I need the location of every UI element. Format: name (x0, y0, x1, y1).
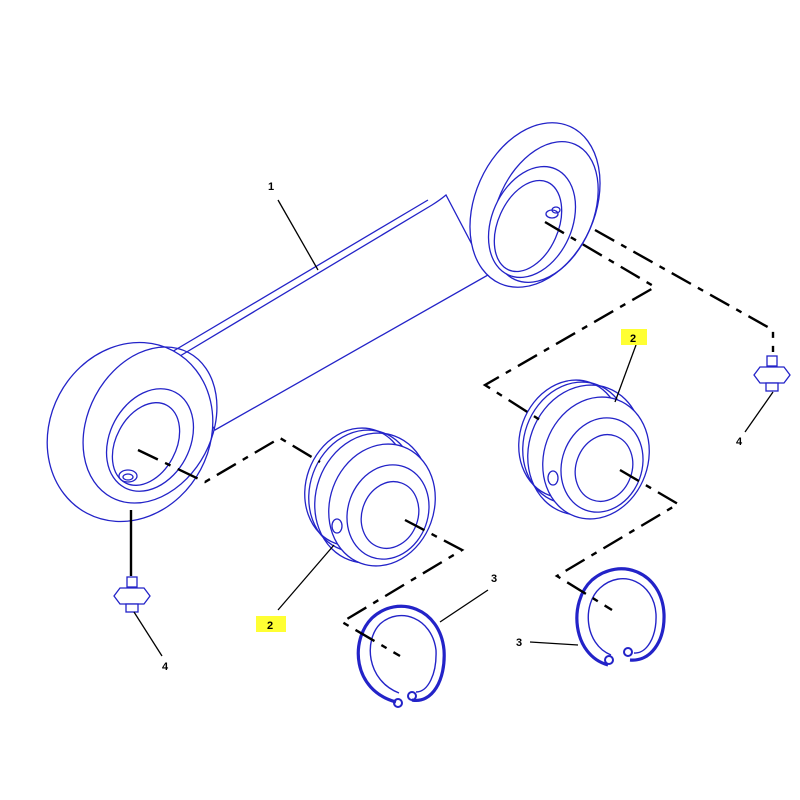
callout-link: 1 (268, 181, 274, 193)
callout-highlight-bearing-left (256, 616, 286, 632)
callout-grease-fitting-right: 4 (736, 436, 743, 448)
retaining-ring-right (575, 567, 666, 667)
callouts: 1 2 2 3 3 4 4 (162, 181, 743, 673)
link-arm (46, 122, 601, 523)
bearing-left (304, 427, 436, 567)
callout-retaining-ring-right: 3 (516, 637, 522, 649)
grease-fitting-right (753, 355, 791, 392)
callout-retaining-ring-left: 3 (491, 573, 497, 585)
grease-fitting-left (113, 576, 151, 613)
callout-grease-fitting-left: 4 (162, 661, 169, 673)
callout-highlight-bearing-right (621, 329, 647, 345)
retaining-ring-left (356, 604, 446, 708)
bearing-right (518, 379, 650, 520)
leader-lines (133, 199, 774, 657)
grease-hole-left (118, 469, 138, 483)
callout-bearing-right: 2 (630, 333, 636, 345)
callout-bearing-left: 2 (267, 620, 273, 632)
assembly-lines (129, 220, 775, 658)
